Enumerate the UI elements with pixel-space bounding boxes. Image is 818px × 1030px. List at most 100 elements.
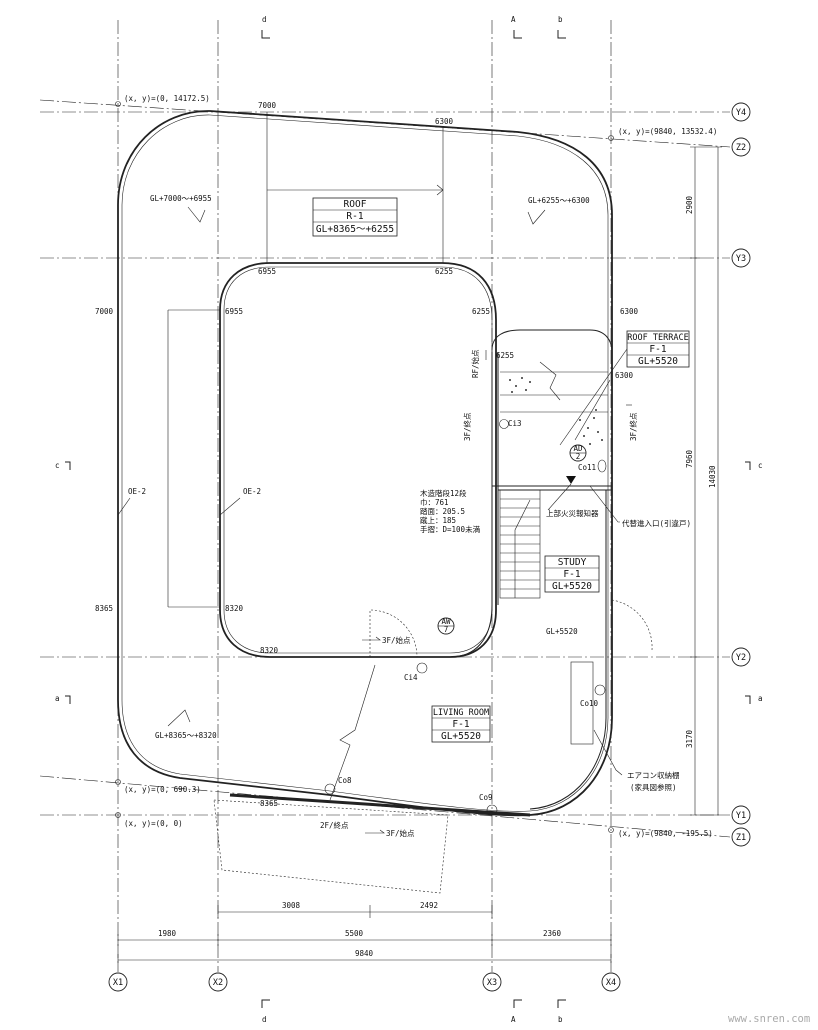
aircon-note-1: エアコン収納棚: [627, 770, 680, 780]
dim-7960: 7960: [685, 449, 694, 468]
grid-label-y3: Y3: [736, 254, 746, 264]
height-7000-top: 7000: [258, 101, 277, 110]
level-roof-right: GL+6255～+6300: [528, 196, 590, 205]
lower-projection: [213, 799, 449, 894]
svg-text:ROOF: ROOF: [344, 199, 367, 210]
height-8320-left: 8320: [225, 604, 244, 613]
section-b-top: b: [558, 15, 563, 24]
height-6255-terrace: 6255: [496, 351, 514, 360]
section-c-left: c: [55, 461, 60, 470]
stair-note-1: 巾：761: [420, 497, 449, 507]
dim-14030: 14030: [708, 465, 717, 488]
grid-bubbles: [108, 102, 751, 992]
alt-entry-note: 代替進入口(引違戸): [622, 518, 691, 528]
roof-outline: [117, 110, 613, 817]
stair-note-0: 木造階段12段: [420, 488, 467, 498]
svg-text:F-1: F-1: [649, 344, 666, 355]
courtyard-outline: [219, 262, 497, 658]
stair-3f-end-b: 3F/終点: [628, 412, 638, 441]
column-co10: Co10: [580, 699, 599, 708]
svg-text:GL+8365～+6255: GL+8365～+6255: [316, 224, 394, 235]
grid-label-x2: X2: [213, 978, 223, 988]
height-6955-left: 6955: [225, 307, 243, 316]
vent-aw7-top: AW: [441, 617, 451, 626]
columns: [324, 419, 607, 816]
stair-3f-start: 3F/始点: [382, 635, 411, 645]
height-6300-terrace: 6300: [615, 371, 634, 380]
watermark: www.snren.com: [728, 1013, 810, 1025]
stair-3f-end-a: 3F/終点: [462, 412, 472, 441]
terrace-enclosure: [491, 329, 613, 353]
column-ci3: Ci3: [508, 419, 522, 428]
edge-oe2-inner: OE-2: [243, 487, 261, 496]
grid-label-y2: Y2: [736, 653, 746, 663]
fire-detector-note: 上部火災報知器: [546, 508, 599, 518]
height-8320-bottom: 8320: [260, 646, 279, 655]
right-dimensions: [690, 146, 722, 816]
grid-label-x4: X4: [606, 978, 616, 988]
column-co8: Co8: [338, 776, 352, 785]
height-8365-bottom: 8365: [260, 799, 278, 808]
svg-text:GL+5520: GL+5520: [638, 356, 678, 367]
height-8365-left: 8365: [95, 604, 113, 613]
section-c-right: c: [758, 461, 763, 470]
break-line: [329, 664, 376, 801]
column-ci4: Ci4: [404, 673, 418, 682]
level-roof-bottom-left: GL+8365～+8320: [155, 731, 217, 740]
vent-ad2-bottom: 2: [576, 452, 581, 461]
grid-label-y4: Y4: [736, 108, 746, 118]
section-a-left: a: [55, 694, 60, 703]
section-d-top: d: [262, 15, 267, 24]
svg-text:GL+5520: GL+5520: [441, 731, 481, 742]
height-6955-inner: 6955: [258, 267, 276, 276]
dim-3170: 3170: [685, 729, 694, 748]
svg-text:STUDY: STUDY: [558, 557, 587, 568]
grid-label-x1: X1: [113, 978, 123, 988]
coord-9840-neg195: (x, y)=(9840, -195.5): [618, 829, 713, 838]
aircon-note-2: (家具図参照): [630, 782, 677, 792]
gravel-patch: [509, 377, 603, 445]
fire-detector-icon: [566, 476, 576, 484]
coord-0-0: (x, y)=(0, 0): [124, 819, 183, 828]
section-b-bottom: b: [558, 1015, 563, 1024]
stair-3f-start-b: 3F/始点: [386, 828, 415, 838]
courtyard-outline-inner: [223, 266, 493, 654]
coord-0-690: (x, y)=(0, 690.3): [124, 785, 201, 794]
grid-label-z2: Z2: [736, 143, 746, 153]
grid-label-y1: Y1: [736, 811, 746, 821]
coord-0-14172: (x, y)=(0, 14172.5): [124, 94, 210, 103]
svg-text:LIVING ROOM: LIVING ROOM: [433, 708, 489, 718]
roof-outline-inner: [121, 114, 609, 812]
door-swings: [369, 599, 653, 658]
room-label-study: STUDY F-1 GL+5520: [544, 555, 600, 593]
dim-9840: 9840: [355, 949, 374, 958]
stair-rf-start: RF/始点: [470, 349, 480, 378]
level-roof-left: GL+7000～+6955: [150, 194, 212, 203]
height-6255-right: 6255: [472, 307, 490, 316]
stair-note-2: 踏面：205.5: [420, 506, 465, 516]
dim-2900: 2900: [685, 195, 694, 214]
dim-2492: 2492: [420, 901, 438, 910]
svg-text:F-1: F-1: [563, 569, 580, 580]
dim-5500: 5500: [345, 929, 364, 938]
terrace-stair: [500, 361, 611, 441]
grid-label-x3: X3: [487, 978, 497, 988]
svg-text:ROOF TERRACE: ROOF TERRACE: [627, 333, 688, 343]
room-label-living: LIVING ROOM F-1 GL+5520: [431, 705, 491, 743]
vent-aw7-bottom: 7: [444, 625, 449, 634]
level-study-floor: GL+5520: [546, 627, 578, 636]
section-markers: [65, 30, 751, 1008]
svg-text:R-1: R-1: [346, 211, 363, 222]
height-7000-left: 7000: [95, 307, 114, 316]
grid-label-z1: Z1: [736, 833, 746, 843]
aircon-cabinet: [570, 661, 594, 745]
dim-3008: 3008: [282, 901, 301, 910]
height-6255-inner: 6255: [435, 267, 453, 276]
bottom-dimensions: [117, 905, 612, 966]
edge-oe2-left: OE-2: [128, 487, 146, 496]
dim-2360: 2360: [543, 929, 562, 938]
vent-ad2-top: AD: [573, 444, 583, 453]
svg-text:GL+5520: GL+5520: [552, 581, 592, 592]
stair-note-4: 手摺：D=100未満: [420, 524, 481, 534]
